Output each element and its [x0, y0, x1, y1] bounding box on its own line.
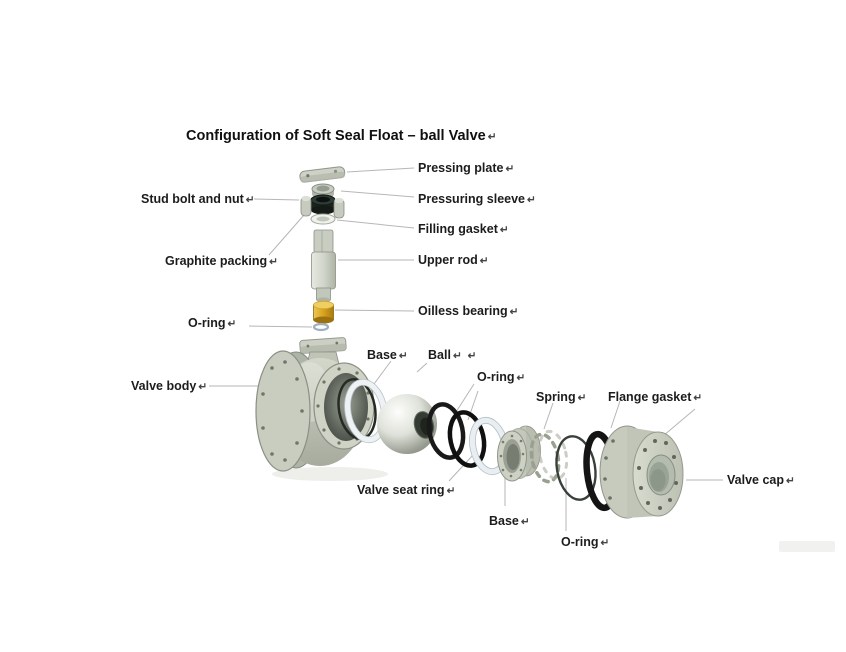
filling-gasket-part	[310, 213, 336, 225]
label-base-top: Base↵	[367, 348, 408, 362]
return-mark-icon: ↵	[600, 537, 610, 549]
return-mark-icon: ↵	[269, 256, 278, 268]
graphite-packing-part	[310, 194, 336, 215]
label-flange-gasket: Flange gasket↵	[608, 390, 703, 404]
pressing-plate-part	[299, 166, 346, 183]
label-spring: Spring↵	[536, 390, 587, 404]
scan-artifact	[779, 541, 835, 552]
label-filling-gasket: Filling gasket↵	[418, 222, 509, 236]
return-mark-icon: ↵	[398, 350, 408, 362]
return-mark-icon: ↵	[520, 516, 530, 528]
label-valve-seat-ring: Valve seat ring↵	[357, 483, 456, 497]
return-mark-icon: ↵	[227, 318, 237, 330]
leader-lines	[209, 167, 723, 531]
return-mark-icon: ↵	[527, 194, 536, 206]
label-valve-body: Valve body↵	[131, 379, 208, 393]
oilless-bearing-part	[313, 300, 334, 324]
return-mark-icon: ↵ ↵	[452, 350, 477, 362]
label-o-ring-ball: O-ring↵	[477, 370, 526, 384]
return-mark-icon: ↵	[499, 224, 509, 236]
return-mark-icon: ↵	[487, 131, 497, 143]
diagram-title-text: Configuration of Soft Seal Float – ball …	[186, 128, 486, 144]
return-mark-icon: ↵	[245, 194, 255, 206]
black-o-rings-part	[426, 402, 487, 468]
label-o-ring-left: O-ring↵	[188, 316, 237, 330]
thin-o-ring-part	[555, 435, 597, 501]
label-o-ring-bottom: O-ring↵	[561, 535, 610, 549]
return-mark-icon: ↵	[505, 163, 515, 175]
return-mark-icon: ↵	[509, 306, 519, 318]
label-upper-rod: Upper rod↵	[418, 253, 489, 267]
return-mark-icon: ↵	[198, 381, 208, 393]
diagram-title: Configuration of Soft Seal Float – ball …	[186, 128, 497, 144]
return-mark-icon: ↵	[446, 485, 456, 497]
return-mark-icon: ↵	[577, 392, 587, 404]
return-mark-icon: ↵	[786, 475, 795, 487]
upper-rod-part	[311, 229, 336, 303]
label-pressing-plate: Pressing plate↵	[418, 161, 515, 175]
stud-bolts-part	[300, 195, 345, 219]
label-base-bottom: Base↵	[489, 514, 530, 528]
small-o-ring-part	[312, 322, 330, 332]
label-ball: Ball↵ ↵	[428, 348, 477, 362]
label-valve-cap: Valve cap↵	[727, 473, 795, 487]
label-stud-bolt-and-nut: Stud bolt and nut↵	[141, 192, 255, 206]
label-graphite-packing: Graphite packing↵	[165, 254, 278, 268]
return-mark-icon: ↵	[479, 255, 489, 267]
return-mark-icon: ↵	[516, 372, 526, 384]
label-oilless-bearing: Oilless bearing↵	[418, 304, 519, 318]
return-mark-icon: ↵	[693, 392, 703, 404]
label-pressuring-sleeve: Pressuring sleeve↵	[418, 192, 536, 206]
valve-cap-part	[599, 425, 684, 519]
